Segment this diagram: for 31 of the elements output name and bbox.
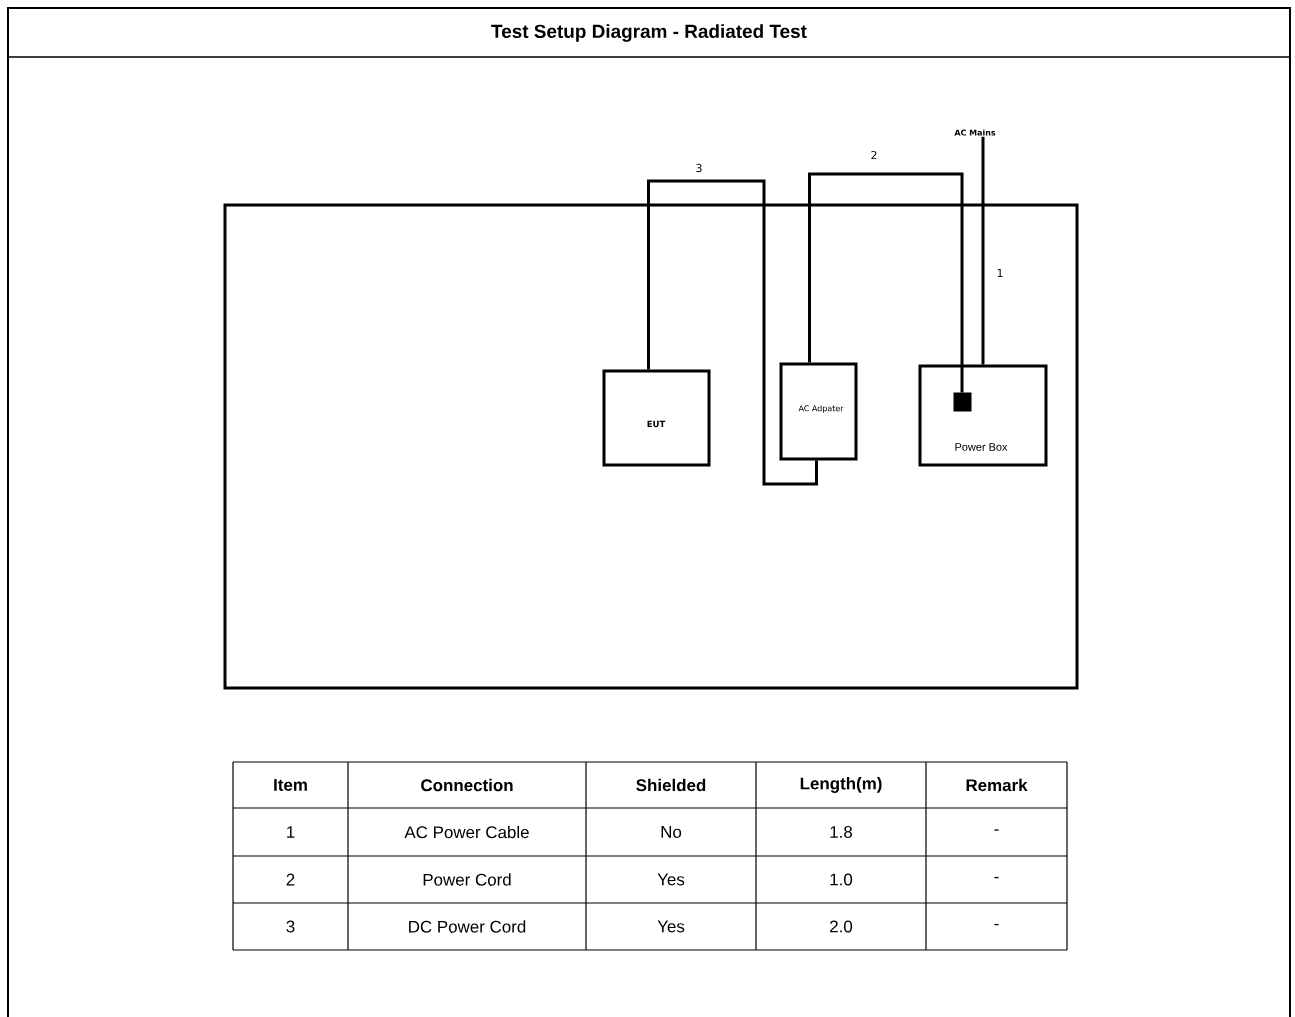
socket — [953, 392, 972, 412]
table-cell: Yes — [657, 920, 685, 933]
table-cell: - — [994, 876, 999, 879]
table-cell: AC Power Cable — [404, 825, 529, 839]
table-cell: 1.8 — [830, 826, 853, 838]
equipment-box: Power Box — [918, 364, 1048, 467]
table-cell: Power Cord — [423, 873, 511, 886]
table-cell: 2.0 — [830, 920, 853, 933]
table-cell: - — [994, 923, 999, 926]
cable — [808, 172, 964, 393]
cable-number: 1 — [995, 268, 1005, 278]
table-cell: - — [994, 829, 999, 831]
table-outline — [223, 203, 1079, 690]
cable-number: 3 — [694, 162, 704, 174]
table-cell: Yes — [657, 873, 685, 886]
header-cell: Connection — [421, 778, 513, 792]
cable-number: 2 — [869, 149, 879, 161]
header-cell: Shielded — [636, 778, 706, 792]
table-cell: No — [661, 826, 682, 838]
title: Test Setup Diagram - Radiated Test — [491, 24, 807, 42]
table-cell: 1 — [287, 826, 295, 838]
table-cell: 3 — [286, 920, 295, 933]
table-cell: 2 — [286, 873, 295, 886]
cable — [981, 136, 985, 365]
table-cell: DC Power Cord — [409, 920, 526, 933]
header-cell: Item — [274, 779, 307, 791]
cable — [647, 179, 818, 486]
equipment-box: EUT — [602, 369, 711, 467]
table-cell: 1.0 — [830, 873, 853, 886]
header-cell: Remark — [966, 778, 1028, 792]
header-cell: Length(m) — [800, 777, 882, 793]
